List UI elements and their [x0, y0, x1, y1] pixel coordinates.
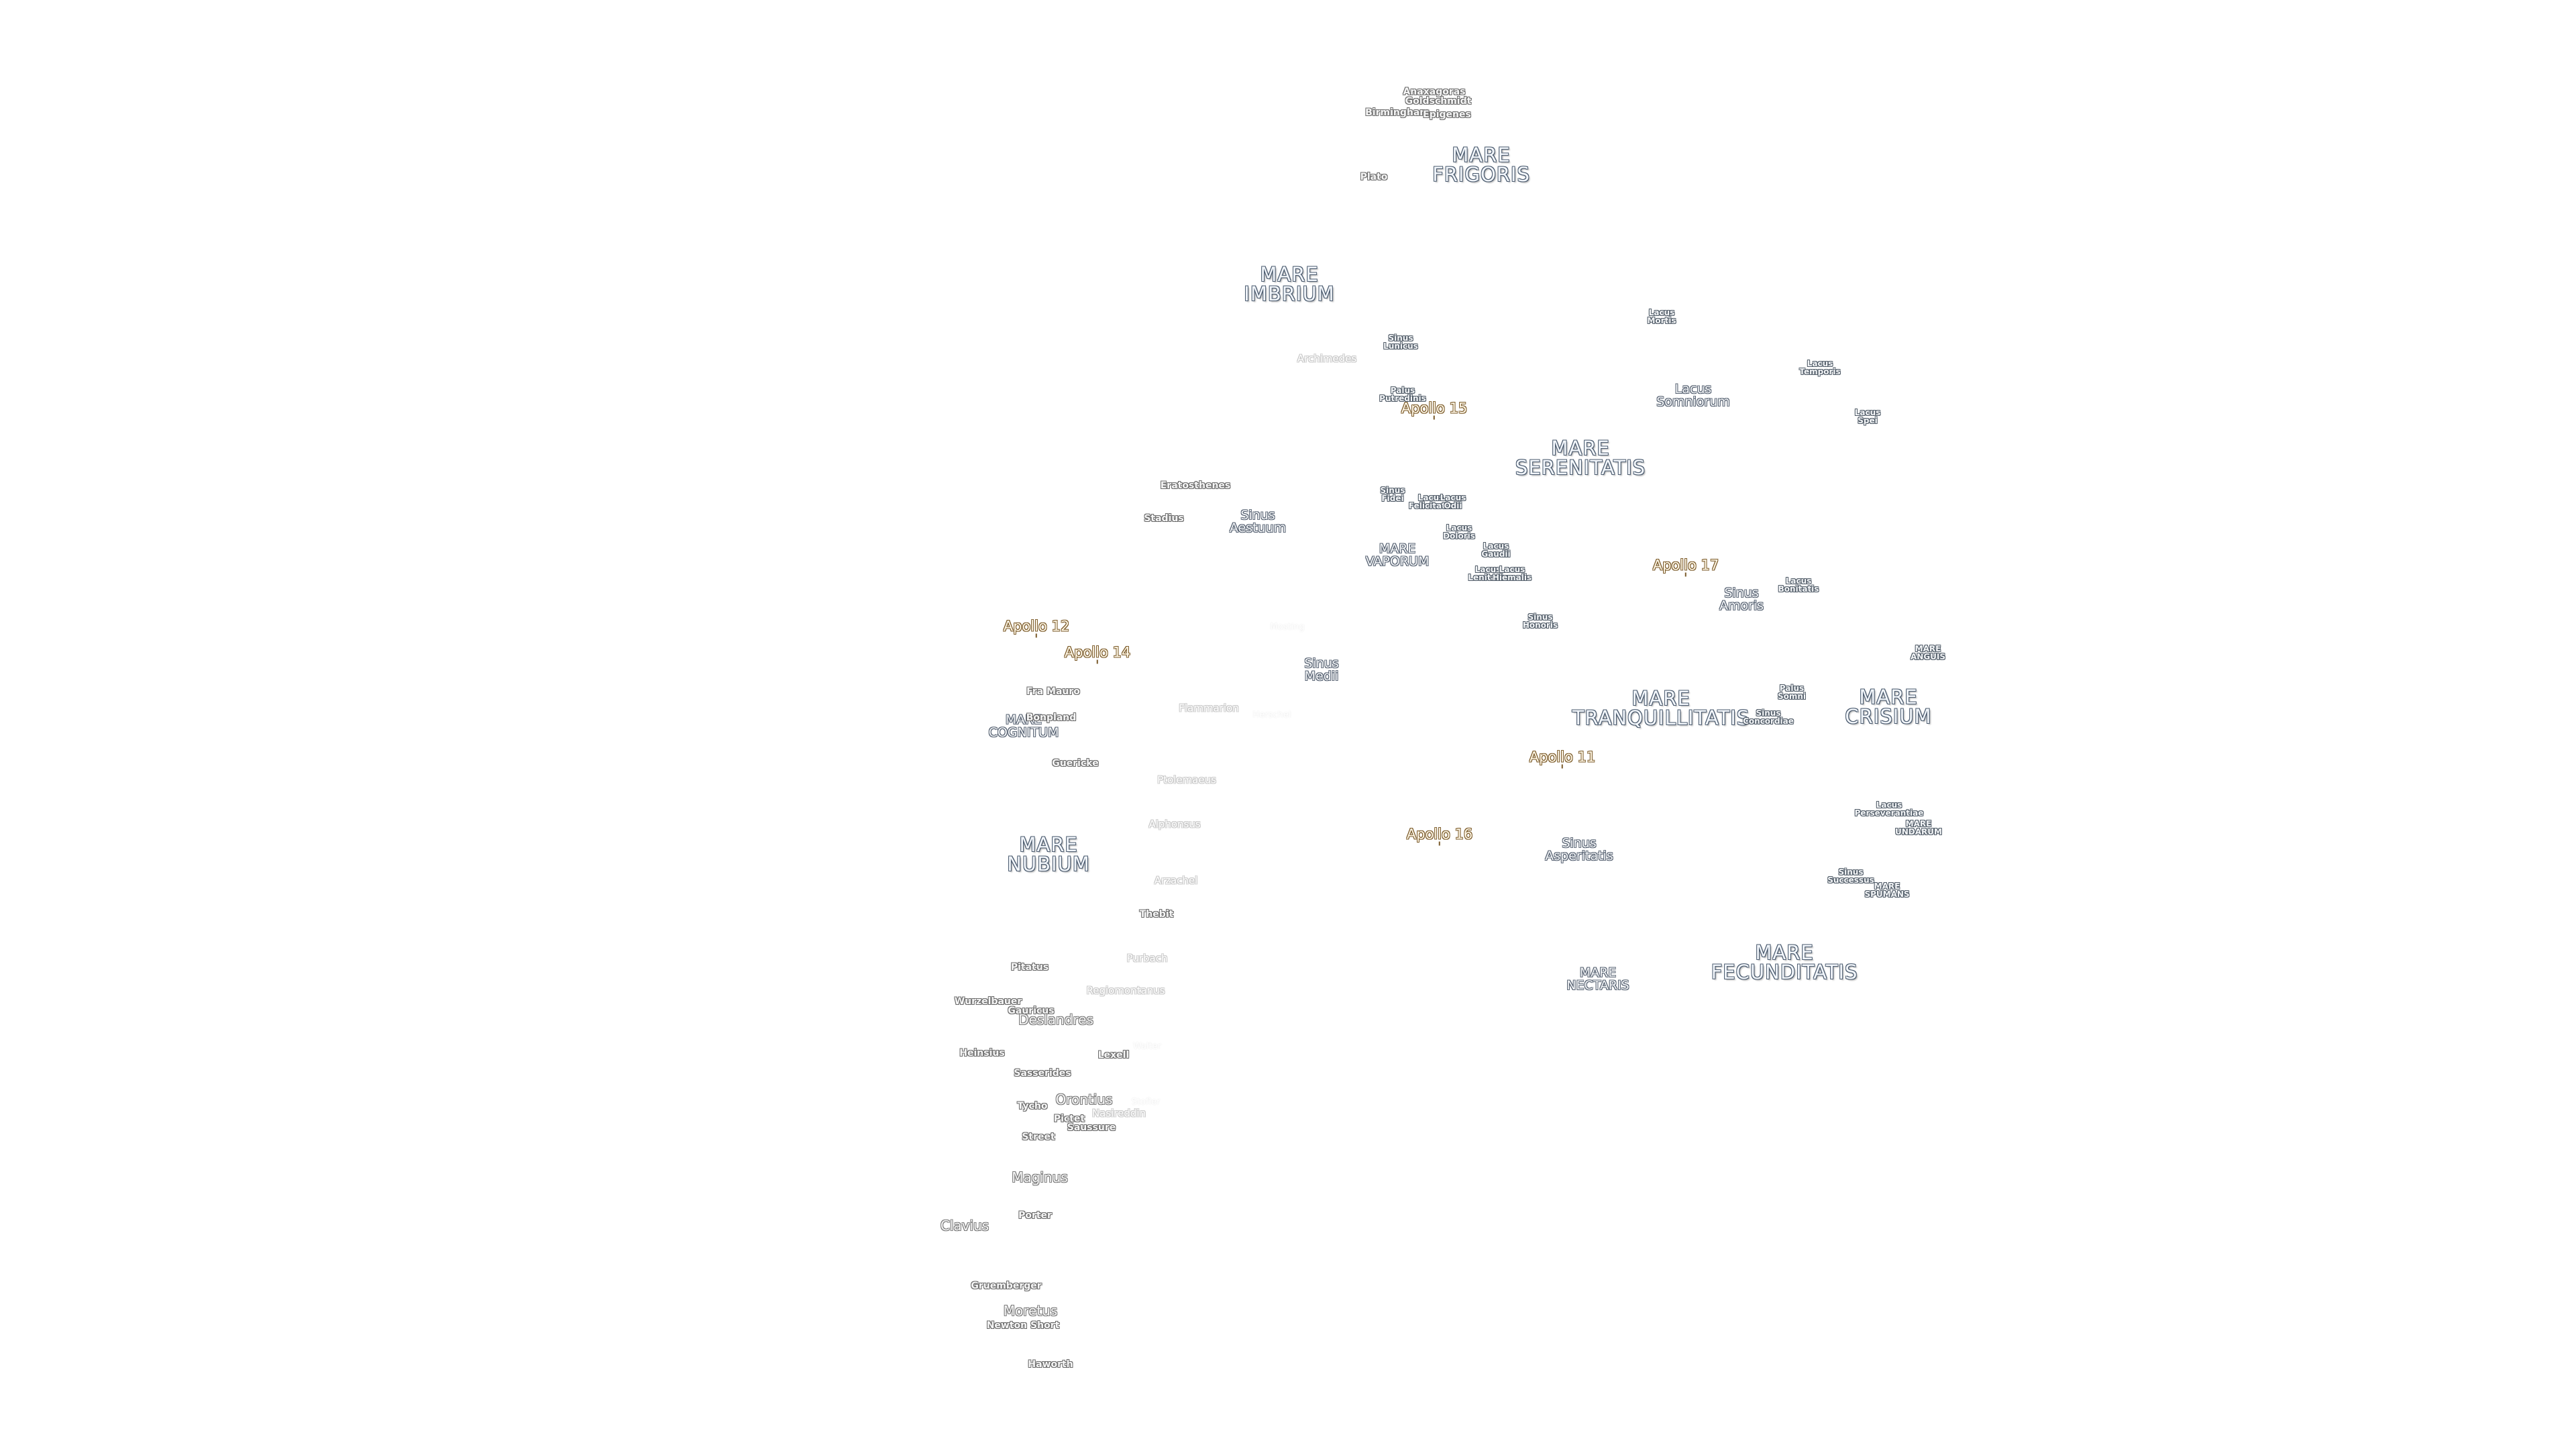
crater-label: Gauricus [1008, 1006, 1055, 1016]
small-feature-label: Sinus Fidei [1380, 486, 1405, 503]
small-feature-label: Lacus Felicitatis [1408, 493, 1454, 511]
lake-label: Sinus Asperitatis [1545, 836, 1613, 863]
crater-label: Porter [1018, 1210, 1052, 1221]
crater-label-faint: Flammarion [1179, 702, 1239, 714]
lake-label: Lacus Somniorum [1656, 382, 1730, 409]
crater-label: Saussure [1067, 1122, 1116, 1133]
mare-label: MARE TRANQUILLITATIS [1572, 687, 1750, 729]
small-feature-label: MARE SPUMANS [1864, 881, 1910, 899]
crater-label-ghost: Herschel [1252, 710, 1291, 720]
small-feature-label: Sinus Honoris [1522, 612, 1558, 630]
small-feature-label: Lacus Mortis [1647, 308, 1676, 325]
crater-label-ghost: Mosting [1270, 622, 1305, 633]
crater-label: Pitatus [1010, 962, 1049, 973]
small-feature-label: Lacus Doloris [1443, 523, 1475, 541]
small-feature-label: Lacus Temporis [1799, 359, 1841, 376]
mare-label: MARE FECUNDITATIS [1711, 941, 1858, 983]
small-feature-label: Lacus Hiemalis [1492, 565, 1532, 582]
crater-label: Wurzelbauer [954, 996, 1022, 1007]
crater-label-ghost: Stofler [1131, 1097, 1161, 1108]
crater-label: Sasserides [1014, 1068, 1071, 1079]
apollo-landing-label: Apollo 11 [1529, 749, 1596, 769]
small-feature-label: Lacus Spei [1854, 408, 1881, 425]
crater-label: Bonpland [1026, 712, 1077, 723]
small-feature-label: Lacus Odii [1440, 493, 1466, 511]
crater-label-faint: Purbach [1126, 952, 1168, 965]
mare-label: MARE CRISIUM [1845, 686, 1932, 728]
crater-label: Lexell [1097, 1050, 1130, 1061]
lake-label: MARE COGNITUM [988, 712, 1059, 740]
small-feature-label: Lacus Lenitatis [1468, 565, 1508, 582]
mare-label: MARE FRIGORIS [1432, 144, 1530, 186]
small-feature-label: Palus Somni [1777, 684, 1807, 701]
small-feature-label: Lacus Perseverantiae [1854, 800, 1924, 818]
crater-label: Plato [1360, 172, 1388, 182]
mare-label: MARE SERENITATIS [1515, 437, 1646, 479]
crater-label-ghost: Walter [1132, 1041, 1162, 1052]
crater-label: Epigenes [1423, 109, 1471, 120]
crater-label: Eratosthenes [1160, 480, 1231, 491]
apollo-landing-label: Apollo 15 [1401, 400, 1468, 420]
crater-label: Birmingham [1365, 107, 1430, 118]
crater-label: Newton Short [986, 1320, 1060, 1331]
small-feature-label: MARE ANGUIS [1910, 644, 1946, 661]
crater-label: Street [1022, 1132, 1055, 1142]
lake-label: Sinus Medii [1304, 656, 1339, 684]
crater-label-large: Moretus [1003, 1303, 1058, 1319]
lake-label: Sinus Amoris [1719, 586, 1764, 613]
mare-label: MARE IMBRIUM [1244, 263, 1335, 305]
crater-label: Tycho [1017, 1101, 1048, 1112]
lake-label: MARE VAPORUM [1365, 541, 1430, 569]
small-feature-label: Palus Putredinis [1379, 386, 1426, 403]
small-feature-label: Sinus Concordiae [1743, 708, 1794, 726]
small-feature-label: Sinus Successus [1827, 867, 1874, 885]
apollo-landing-label: Apollo 16 [1406, 826, 1473, 846]
crater-label-faint: Nasireddin [1091, 1107, 1146, 1120]
small-feature-label: Lacus Gaudii [1481, 541, 1511, 559]
crater-label-large: Deslandres [1018, 1012, 1093, 1028]
apollo-landing-label: Apollo 12 [1003, 618, 1070, 638]
apollo-landing-label: Apollo 14 [1064, 644, 1131, 664]
crater-label-faint: Ptolemaeus [1157, 773, 1216, 786]
crater-label: Stadius [1144, 513, 1184, 524]
mare-label: MARE NUBIUM [1007, 833, 1090, 875]
lake-label: MARE NECTARIS [1566, 965, 1629, 993]
crater-label-large: Maginus [1012, 1169, 1068, 1185]
crater-label: Gruemberger [971, 1281, 1042, 1291]
apollo-landing-label: Apollo 17 [1652, 557, 1719, 577]
crater-label: Goldschmidt [1405, 96, 1472, 107]
crater-label: Pictet [1053, 1114, 1085, 1124]
crater-label: Haworth [1028, 1359, 1073, 1370]
crater-label: Anaxagoras [1403, 87, 1466, 97]
crater-label-faint: Alphonsus [1148, 818, 1201, 830]
lake-label: Sinus Aestuum [1229, 508, 1287, 535]
small-feature-label: Lacus Bonitatis [1778, 576, 1819, 594]
crater-label-large: Orontius [1055, 1091, 1113, 1108]
crater-label: Thebit [1139, 909, 1174, 920]
small-feature-label: MARE UNDARUM [1895, 819, 1942, 837]
crater-label: Fra Mauro [1026, 686, 1080, 697]
crater-label-faint: Regiomontanus [1086, 984, 1165, 997]
small-feature-label: Sinus Lunicus [1383, 333, 1418, 351]
crater-label-large: Clavius [940, 1218, 989, 1234]
crater-label: Heinsius [959, 1048, 1005, 1059]
crater-label-faint: Arzachel [1154, 874, 1198, 887]
crater-label-faint: Archimedes [1297, 352, 1357, 365]
crater-label: Guericke [1052, 758, 1099, 769]
